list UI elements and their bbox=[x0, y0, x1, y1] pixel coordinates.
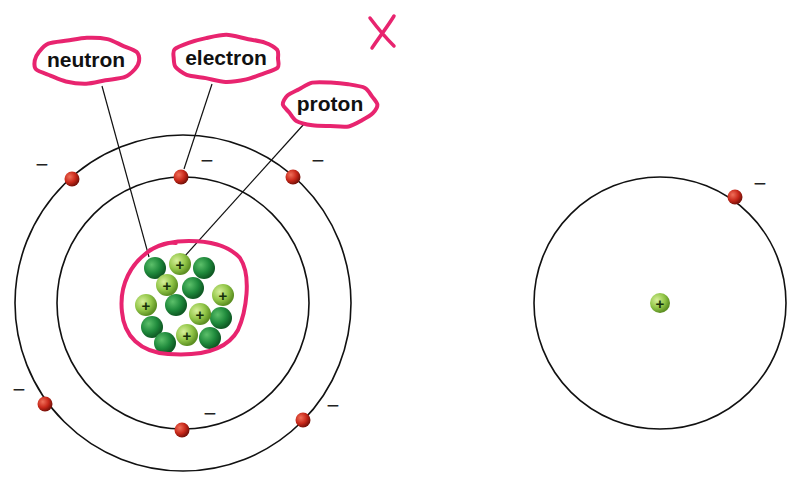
nucleus bbox=[135, 253, 234, 354]
leader-line bbox=[102, 86, 149, 257]
electrons bbox=[38, 170, 743, 438]
proton-charge: + bbox=[183, 328, 192, 343]
part-name: electron bbox=[185, 46, 267, 70]
circled-label: proton bbox=[282, 80, 379, 129]
circled-label: electron bbox=[170, 34, 282, 83]
hydrogen-orbit bbox=[534, 177, 786, 429]
inner-orbit bbox=[57, 177, 309, 429]
electron-charge: − bbox=[754, 173, 767, 195]
proton-charge: + bbox=[196, 307, 205, 322]
circled-label: neutron bbox=[32, 36, 141, 85]
proton-charge: + bbox=[142, 298, 151, 313]
proton-charge: + bbox=[176, 257, 185, 272]
part-name: proton bbox=[297, 92, 363, 116]
electron-charge: − bbox=[327, 395, 340, 417]
electron-charge: − bbox=[312, 150, 325, 172]
proton-charge: + bbox=[219, 288, 228, 303]
proton-charge: + bbox=[163, 278, 172, 293]
electron-charge: − bbox=[13, 379, 26, 401]
electron-charge: − bbox=[201, 150, 214, 172]
electron-charge: − bbox=[204, 403, 217, 425]
electron-charge: − bbox=[36, 154, 49, 176]
leader-line bbox=[184, 124, 304, 257]
nucleus-highlight bbox=[122, 241, 247, 354]
hydrogen-proton bbox=[650, 293, 670, 313]
proton-charge: + bbox=[656, 296, 665, 311]
cross-mark bbox=[370, 16, 394, 48]
part-name: neutron bbox=[47, 48, 125, 72]
outer-orbit bbox=[15, 135, 351, 471]
